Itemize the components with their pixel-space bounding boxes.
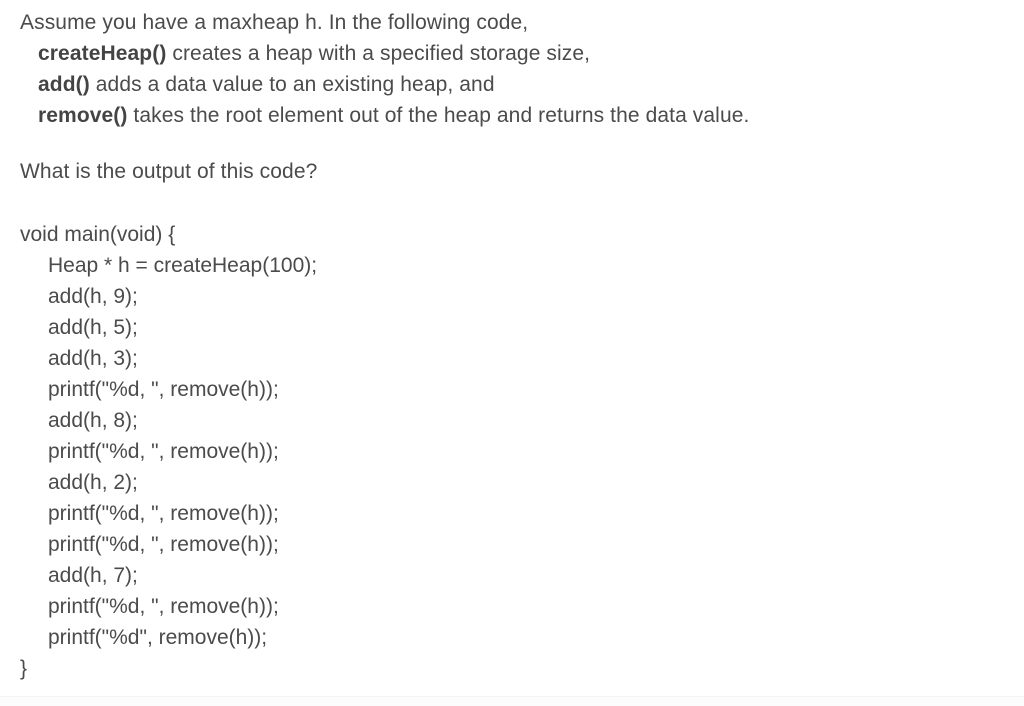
add-description: adds a data value to an existing heap, a… [89, 73, 495, 96]
code-line: printf("%d, ", remove(h)); [48, 440, 279, 463]
code-line: } [20, 657, 28, 680]
code-line: printf("%d, ", remove(h)); [48, 595, 279, 618]
create-heap-function-name: createHeap() [38, 42, 167, 65]
code-line: add(h, 9); [48, 285, 138, 308]
code-line: void main(void) { [20, 223, 176, 246]
code-line: printf("%d, ", remove(h)); [48, 502, 279, 525]
code-line: add(h, 7); [48, 564, 138, 587]
intro-item-add: add() adds a data value to an existing h… [38, 74, 495, 95]
add-function-name: add() [38, 73, 90, 96]
remove-function-name: remove() [38, 104, 128, 127]
code-line: add(h, 2); [48, 471, 138, 494]
create-heap-description: creates a heap with a specified storage … [166, 42, 591, 65]
code-line: add(h, 3); [48, 347, 138, 370]
remove-description: takes the root element out of the heap a… [127, 104, 750, 127]
code-line: printf("%d", remove(h)); [48, 626, 268, 649]
code-line: Heap * h = createHeap(100); [48, 254, 318, 277]
intro-item-create-heap: createHeap() creates a heap with a speci… [38, 43, 590, 64]
code-line: add(h, 8); [48, 409, 138, 432]
bottom-separator [0, 696, 1024, 706]
code-line: printf("%d, ", remove(h)); [48, 378, 279, 401]
intro-lead-line: Assume you have a maxheap h. In the foll… [20, 11, 529, 34]
code-line: add(h, 5); [48, 316, 138, 339]
question-prompt: What is the output of this code? [20, 160, 318, 183]
code-listing: void main(void) { Heap * h = createHeap(1… [0, 219, 1024, 684]
code-line: printf("%d, ", remove(h)); [48, 533, 279, 556]
intro-item-remove: remove() takes the root element out of t… [38, 105, 749, 126]
